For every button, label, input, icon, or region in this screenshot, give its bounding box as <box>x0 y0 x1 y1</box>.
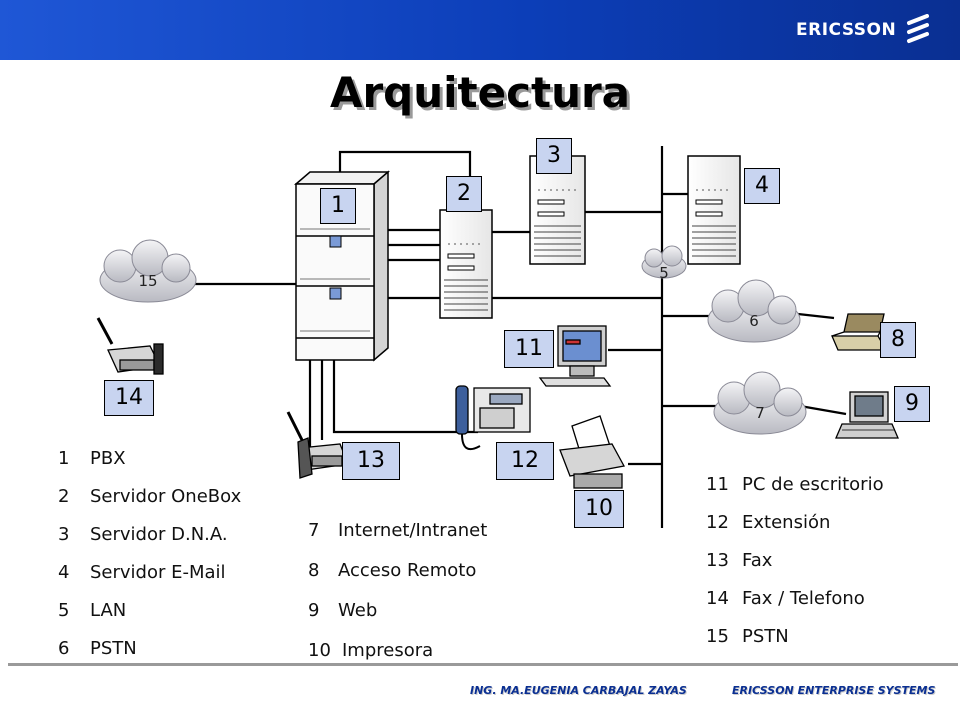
legend-item: 8 Acceso Remoto <box>308 560 487 600</box>
server-email-icon <box>687 155 741 265</box>
legend-label: Servidor OneBox <box>90 486 242 507</box>
legend-number: 8 <box>308 560 320 581</box>
legend-number: 10 <box>308 640 331 661</box>
badge-2-onebox: 2 <box>446 176 482 212</box>
legend-label: Acceso Remoto <box>338 560 477 581</box>
cloud-label-7: 7 <box>755 404 765 422</box>
legend-middle: 7 Internet/Intranet 8 Acceso Remoto 9 Web 1… <box>308 520 487 680</box>
legend-label: Fax <box>742 550 773 571</box>
legend-label: PSTN <box>742 626 789 647</box>
legend-label: PBX <box>90 448 126 469</box>
legend-item: 9 Web <box>308 600 487 640</box>
network-lines <box>190 146 847 528</box>
legend-number: 11 <box>706 474 729 495</box>
footer-company: ERICSSON ENTERPRISE SYSTEMS <box>732 684 936 697</box>
fax-machine-icon <box>286 411 349 479</box>
legend-label: Impresora <box>342 640 434 661</box>
legend-item: 2 Servidor OneBox <box>58 486 241 524</box>
legend-item: 11 PC de escritorio <box>706 474 884 512</box>
legend-number: 3 <box>58 524 70 545</box>
footer-divider <box>8 663 958 666</box>
ericsson-logo-icon <box>907 14 929 43</box>
footer-author: ING. MA.EUGENIA CARBAJAL ZAYAS <box>470 684 687 697</box>
cloud-label-15: 15 <box>138 272 158 290</box>
legend-label: Web <box>338 600 378 621</box>
badge-12-extension: 12 <box>496 442 554 480</box>
legend-number: 4 <box>58 562 70 583</box>
legend-item: 4 Servidor E-Mail <box>58 562 241 600</box>
pbx-cabinet-icon <box>293 170 391 362</box>
legend-label: PSTN <box>90 638 137 659</box>
badge-9-web: 9 <box>894 386 930 422</box>
badge-10-printer: 10 <box>574 490 624 528</box>
legend-item: 13 Fax <box>706 550 884 588</box>
cloud-lan-icon <box>641 245 687 279</box>
extension-telephone-icon <box>455 385 531 450</box>
legend-label: PC de escritorio <box>742 474 884 495</box>
legend-item: 14 Fax / Telefono <box>706 588 884 626</box>
legend-label: Fax / Telefono <box>742 588 865 609</box>
ericsson-logo-text: ERICSSON <box>796 20 897 40</box>
legend-item: 1 PBX <box>58 448 241 486</box>
cloud-label-6: 6 <box>749 312 759 330</box>
cloud-internet-icon <box>713 371 807 435</box>
cloud-pstn-6-icon <box>707 279 801 343</box>
slide-title: Arquitectura <box>329 68 631 117</box>
legend-label: LAN <box>90 600 127 621</box>
badge-8-remote-access: 8 <box>880 322 916 358</box>
legend-number: 7 <box>308 520 320 541</box>
web-pc-icon <box>835 391 899 439</box>
legend-number: 6 <box>58 638 70 659</box>
legend-item: 5 LAN <box>58 600 241 638</box>
laptop-icon <box>831 313 888 351</box>
legend-left: 1 PBX 2 Servidor OneBox 3 Servidor D.N.A. 4… <box>58 448 241 676</box>
badge-14-fax-phone: 14 <box>104 380 154 416</box>
legend-label: Internet/Intranet <box>338 520 488 541</box>
legend-number: 15 <box>706 626 729 647</box>
legend-item: 15 PSTN <box>706 626 884 664</box>
legend-number: 14 <box>706 588 729 609</box>
legend-label: Servidor D.N.A. <box>90 524 228 545</box>
legend-label: Extensión <box>742 512 831 533</box>
badge-11-desktop-pc: 11 <box>504 330 554 368</box>
server-onebox-icon <box>439 209 493 319</box>
cloud-pstn-15-icon <box>99 239 197 303</box>
badge-1-pbx: 1 <box>320 188 356 224</box>
legend-item: 7 Internet/Intranet <box>308 520 487 560</box>
badge-13-fax: 13 <box>342 442 400 480</box>
legend-number: 1 <box>58 448 70 469</box>
cloud-label-5: 5 <box>659 264 669 282</box>
legend-number: 5 <box>58 600 70 621</box>
printer-icon <box>559 415 625 489</box>
legend-number: 2 <box>58 486 70 507</box>
legend-item: 12 Extensión <box>706 512 884 550</box>
server-dna-icon <box>529 155 586 265</box>
badge-4-email: 4 <box>744 168 780 204</box>
desktop-pc-icon <box>538 325 612 387</box>
legend-item: 3 Servidor D.N.A. <box>58 524 241 562</box>
legend-label: Servidor E-Mail <box>90 562 226 583</box>
legend-item: 6 PSTN <box>58 638 241 676</box>
legend-number: 12 <box>706 512 729 533</box>
fax-telephone-icon <box>96 317 164 375</box>
legend-right: 11 PC de escritorio 12 Extensión 13 Fax 14 F… <box>706 474 884 664</box>
legend-item: 10 Impresora <box>308 640 487 680</box>
legend-number: 9 <box>308 600 320 621</box>
badge-3-dna: 3 <box>536 138 572 174</box>
legend-number: 13 <box>706 550 729 571</box>
header-bar <box>0 0 960 60</box>
